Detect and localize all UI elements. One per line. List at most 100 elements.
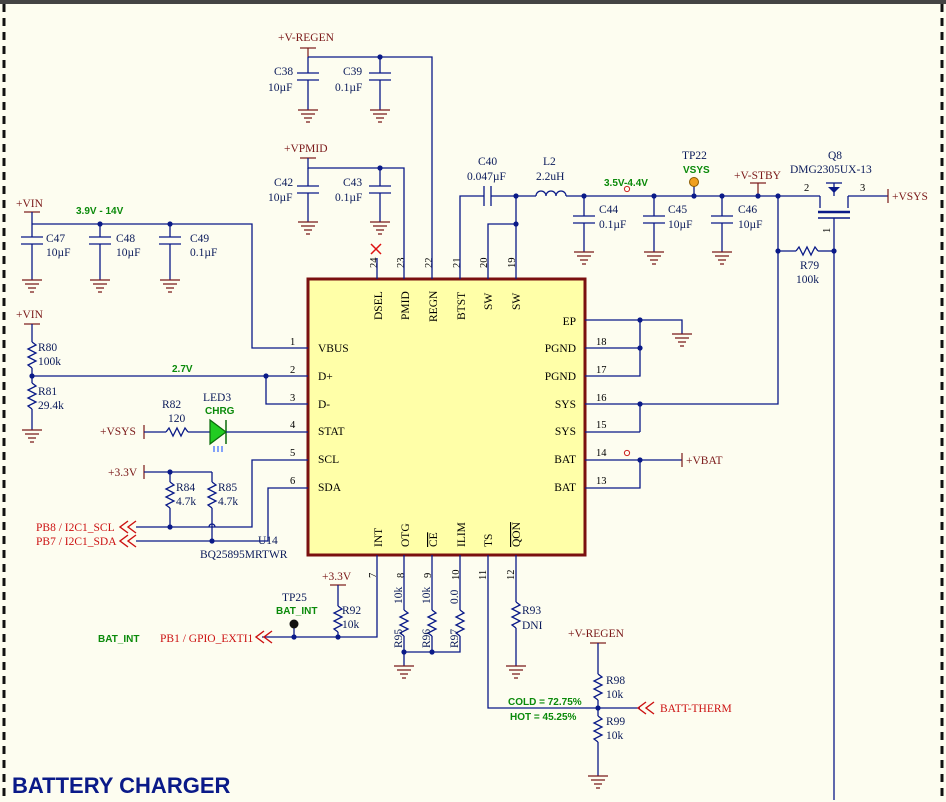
pin-name-stat: STAT (318, 426, 345, 438)
pin-name-qon: QON (511, 521, 523, 547)
pin-name-dplus: D+ (318, 371, 333, 383)
r80-ref: R80 (38, 342, 57, 354)
q8-pin-s: 2 (804, 183, 809, 194)
pin-name-sw-20: SW (483, 293, 495, 310)
port-scl[interactable]: PB8 / I2C1_SCL (36, 522, 115, 534)
power-label-vin-1: +VIN (16, 198, 44, 210)
power-label-vstby: +V-STBY (734, 170, 782, 182)
regen-cap-group: +V-REGEN C38 10µF C39 0.1µF (268, 32, 433, 279)
power-label-vsys-left: +VSYS (100, 426, 136, 438)
net-label-vsys-range: 3.5V-4.4V (604, 178, 648, 189)
tp22-ref: TP22 (682, 150, 707, 162)
c42-val: 10µF (268, 192, 293, 204)
pin-name-sw-19: SW (511, 293, 523, 310)
c44-ref: C44 (599, 204, 618, 216)
bottom-net: +3.3V R92 10k TP25 BAT_INT 10k R95 10k R… (254, 555, 655, 789)
pin-num-1: 1 (290, 337, 295, 348)
pin-name-btst: BTST (456, 292, 468, 320)
pin-num-22: 22 (424, 258, 435, 269)
pin-num-7: 7 (368, 573, 379, 578)
pin-num-20: 20 (479, 258, 490, 269)
power-label-vregen-top: +V-REGEN (278, 32, 335, 44)
port-exti[interactable]: PB1 / GPIO_EXTI1 (160, 633, 254, 645)
c47-ref: C47 (46, 233, 65, 245)
l2-symbol (535, 190, 567, 197)
r92-ref: R92 (342, 605, 361, 617)
r82-ref: R82 (162, 399, 181, 411)
pin-num-9: 9 (423, 573, 434, 578)
ic-left-pins: VBUS D+ D- STAT SCL SDA 1 2 3 4 5 6 (290, 337, 349, 494)
c48-val: 10µF (116, 247, 141, 259)
r97-val: 0.0 (449, 589, 461, 604)
net-label-bat-int: BAT_INT (98, 634, 139, 645)
c44-val: 0.1µF (599, 219, 626, 231)
port-therm[interactable]: BATT-THERM (660, 703, 732, 715)
r81-ref: R81 (38, 386, 57, 398)
pin-name-pgnd-18: PGND (545, 343, 576, 355)
c49-val: 0.1µF (190, 247, 217, 259)
c40-ref: C40 (478, 156, 497, 168)
ic-u14[interactable] (306, 277, 587, 557)
ic-right-pins: EP PGND PGND SYS SYS BAT BAT 18 17 16 15… (545, 316, 608, 494)
port-sda[interactable]: PB7 / I2C1_SDA (36, 536, 117, 548)
c49-ref: C49 (190, 233, 209, 245)
net-label-hot: HOT = 45.25% (510, 712, 577, 723)
r97-ref: R97 (449, 629, 461, 648)
tp25-label: BAT_INT (276, 606, 317, 617)
r85-ref: R85 (218, 482, 237, 494)
r95-ref: R95 (393, 629, 405, 648)
c46-val: 10µF (738, 219, 763, 231)
led3-symbol (209, 418, 227, 446)
r93-val: DNI (522, 620, 543, 632)
c42-ref: C42 (274, 177, 293, 189)
pin-name-ep: EP (563, 316, 576, 328)
power-label-vbat: +VBAT (686, 455, 723, 467)
sda-port-arrow (118, 534, 137, 548)
pin-name-sda: SDA (318, 482, 342, 494)
q8-pin-d: 3 (860, 183, 865, 194)
ic-body (306, 277, 587, 557)
r96-ref: R96 (421, 629, 433, 648)
power-label-vregen-bottom: +V-REGEN (568, 628, 625, 640)
frame-top-bar (0, 0, 946, 4)
c43-ref: C43 (343, 177, 362, 189)
c39-val: 0.1µF (335, 82, 362, 94)
pin-name-otg: OTG (400, 523, 412, 547)
r98-ref: R98 (606, 675, 625, 687)
r82-val: 120 (168, 413, 186, 425)
c45-val: 10µF (668, 219, 693, 231)
tp25-ref: TP25 (282, 592, 307, 604)
q8-ref: Q8 (828, 150, 842, 162)
q8-pin-g: 1 (822, 228, 833, 233)
r84-val: 4.7k (176, 496, 196, 508)
tp25-marker (289, 619, 299, 629)
pin-name-ilim: ILIM (456, 522, 468, 547)
pin-num-8: 8 (396, 573, 407, 578)
r85-val: 4.7k (218, 496, 238, 508)
pin-name-int: INT (373, 528, 385, 547)
pin-num-23: 23 (396, 258, 407, 269)
pin-num-13: 13 (596, 476, 607, 487)
stat-led-group: +VSYS R82 120 LED3 CHRG (100, 392, 308, 452)
pin-num-11: 11 (478, 570, 489, 580)
pin-name-regn: REGN (428, 290, 440, 322)
power-label-v33-b: +3.3V (322, 571, 352, 583)
l2-val: 2.2uH (536, 171, 564, 183)
pin-num-21: 21 (452, 258, 463, 269)
pin-name-sys-15: SYS (555, 426, 576, 438)
c47-val: 10µF (46, 247, 71, 259)
pin-num-18: 18 (596, 337, 607, 348)
r98-val: 10k (606, 689, 624, 701)
vin-cap-group: +VIN 3.9V - 14V C47 10µF C48 10µF C49 0.… (16, 198, 308, 349)
led3-label: CHRG (205, 406, 235, 417)
pin-num-17: 17 (596, 365, 607, 376)
pin-num-4: 4 (290, 420, 296, 431)
r80-val: 100k (38, 356, 61, 368)
c40-val: 0.047µF (467, 171, 506, 183)
pin-num-2: 2 (290, 365, 295, 376)
no-connect-dsel (370, 243, 382, 255)
i2c-pullups: +3.3V R84 4.7k R85 4.7k (108, 459, 308, 548)
switch-node-group: C40 0.047µF L2 2.2uH 3.5V-4.4V C44 0 (459, 150, 837, 405)
therm-port-arrow (636, 701, 655, 715)
